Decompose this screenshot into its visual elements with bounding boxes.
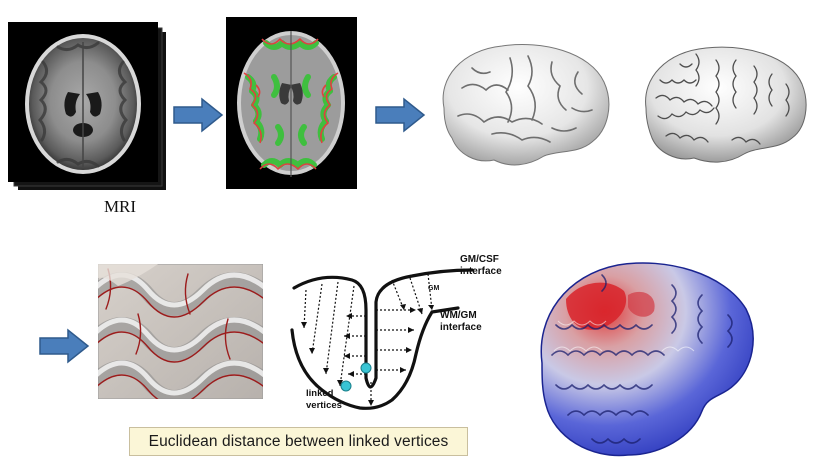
cortical-surface-smooth <box>442 44 610 166</box>
wm-gm-boundary <box>290 306 460 410</box>
flow-arrow-icon <box>173 97 224 133</box>
linked-vertex-marker <box>340 380 352 392</box>
flow-arrow-icon <box>39 328 90 364</box>
linked-vertices-label-line1: linked <box>306 388 334 399</box>
cortical-thickness-schematic: GM/CSF interface GM WM/GM interface link… <box>290 254 502 411</box>
linked-vertex-marker <box>360 362 372 374</box>
gm-csf-label-line1: GM/CSF <box>460 254 499 265</box>
mri-label: MRI <box>103 197 137 216</box>
segmented-mri-slice <box>226 17 357 189</box>
wm-gm-label-line2: interface <box>440 322 482 333</box>
cortical-surface-pial <box>645 46 807 163</box>
mri-slice-stack <box>8 22 166 190</box>
wm-gm-label-line1: WM/GM <box>440 310 477 321</box>
linked-vertices-label-line2: vertices <box>306 400 342 411</box>
flow-arrow-icon <box>375 97 426 133</box>
cortical-closeup-image <box>98 264 263 399</box>
gm-label: GM <box>428 285 439 292</box>
cortical-thickness-map <box>540 262 754 457</box>
caption-box: Euclidean distance between linked vertic… <box>129 427 468 456</box>
gm-csf-label-line2: interface <box>460 266 502 277</box>
